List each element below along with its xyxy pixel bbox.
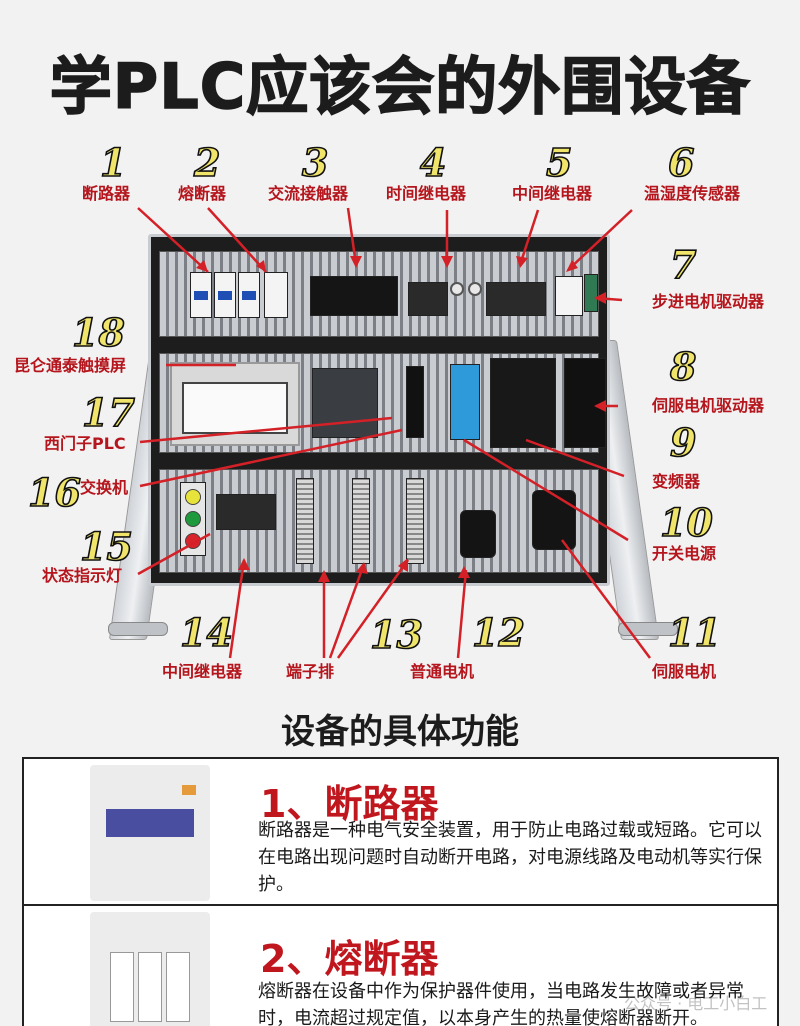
- callout-number-4: 4: [419, 140, 447, 185]
- callout-number-1: 1: [99, 140, 127, 185]
- yellow-lamp: [185, 489, 201, 505]
- fuse-module-2: [138, 952, 162, 1022]
- card-description: 熔断器在设备中作为保护器件使用，当电路发生故障或者异常时，电流超过规定值，以本身…: [258, 981, 744, 1026]
- panel-row-bottom: [159, 469, 599, 573]
- circuit-breaker-2: [214, 272, 236, 318]
- callout-label-7: 步进电机驱动器: [652, 292, 765, 311]
- panel-row-middle: [159, 353, 606, 453]
- card-heading: 2、熔断器: [260, 937, 439, 981]
- breaker-switch-graphic: [106, 809, 194, 837]
- callout-label-15: 状态指示灯: [42, 566, 123, 585]
- panel-row-top: [159, 251, 599, 337]
- terminal-block-2: [352, 478, 370, 564]
- callout-number-3: 3: [301, 140, 329, 185]
- callout-label-13: 端子排: [286, 662, 335, 681]
- callout-label-2: 熔断器: [178, 184, 227, 203]
- plc-training-panel: [148, 234, 610, 586]
- callout-label-16: 交换机: [80, 478, 129, 497]
- callout-number-11: 11: [667, 610, 721, 655]
- fuse-module-3: [166, 952, 190, 1022]
- callout-number-15: 15: [79, 524, 133, 569]
- time-relay-2: [468, 282, 482, 296]
- intermediate-relay-group: [216, 494, 276, 530]
- callout-number-2: 2: [193, 140, 221, 185]
- fuse-holder: [264, 272, 288, 318]
- circuit-breaker-image: [90, 765, 210, 901]
- callout-number-10: 10: [659, 500, 713, 545]
- callout-number-5: 5: [545, 140, 573, 185]
- servo-motor: [532, 490, 576, 550]
- callout-label-5: 中间继电器: [512, 184, 593, 203]
- standard-motor: [460, 510, 496, 558]
- stand-foot-right: [618, 622, 678, 636]
- callout-label-10: 开关电源: [652, 544, 717, 563]
- callout-label-3: 交流接触器: [268, 184, 349, 203]
- switching-power-supply: [450, 364, 480, 440]
- circuit-breaker-1: [190, 272, 212, 318]
- callout-label-6: 温湿度传感器: [644, 184, 741, 203]
- callout-label-1: 断路器: [82, 184, 131, 203]
- callout-lines: [137, 207, 652, 659]
- callout-number-6: 6: [667, 140, 695, 185]
- circuit-breaker-3: [238, 272, 260, 318]
- callout-label-9: 变频器: [652, 472, 701, 491]
- callout-label-14: 中间继电器: [162, 662, 243, 681]
- stand-foot-left: [108, 622, 168, 636]
- card-description: 断路器是一种电气安全装置，用于防止电路过载或短路。它可以在电路出现问题时自动断开…: [258, 820, 762, 895]
- callout-number-14: 14: [179, 610, 233, 655]
- terminal-block-3: [406, 478, 424, 564]
- green-lamp: [185, 511, 201, 527]
- callout-label-11: 伺服电机: [652, 662, 717, 681]
- siemens-plc: [312, 368, 378, 438]
- ethernet-switch: [406, 366, 424, 438]
- callout-number-8: 8: [669, 344, 697, 389]
- time-relay-1: [450, 282, 464, 296]
- callout-label-18: 昆仑通泰触摸屏: [14, 356, 127, 375]
- callout-number-12: 12: [471, 610, 525, 655]
- callout-number-9: 9: [669, 420, 697, 465]
- callout-label-4: 时间继电器: [386, 184, 467, 203]
- terminal-block-1: [296, 478, 314, 564]
- stepper-driver: [584, 274, 598, 312]
- callout-number-17: 17: [81, 390, 135, 435]
- callout-number-16: 16: [27, 470, 81, 515]
- intermediate-relays: [486, 282, 546, 316]
- callout-label-8: 伺服电机驱动器: [652, 396, 765, 415]
- ac-contactor: [310, 276, 398, 316]
- test-button-graphic: [182, 785, 196, 795]
- callout-number-13: 13: [369, 612, 423, 657]
- card-heading: 1、断路器: [260, 782, 439, 826]
- function-card-fuse: 2、熔断器 熔断器在设备中作为保护器件使用，当电路发生故障或者异常时，电流超过规…: [22, 904, 779, 1026]
- fuse-holder-image: [90, 912, 210, 1026]
- section-title: 设备的具体功能: [281, 712, 519, 752]
- callout-number-7: 7: [669, 242, 697, 287]
- callout-label-17: 西门子PLC: [44, 434, 126, 453]
- watermark: 公众号 · 电工小白工: [624, 994, 768, 1013]
- function-card-circuit-breaker: 1、断路器 断路器是一种电气安全装置，用于防止电路过载或短路。它可以在电路出现问…: [22, 757, 779, 906]
- callout-number-18: 18: [71, 310, 125, 355]
- humidity-sensor: [555, 276, 583, 316]
- callout-label-12: 普通电机: [410, 662, 475, 681]
- page-title: 学PLC应该会的外围设备: [49, 49, 751, 124]
- relay-base: [408, 282, 448, 316]
- fuse-module-1: [110, 952, 134, 1022]
- frequency-inverter: [490, 358, 556, 448]
